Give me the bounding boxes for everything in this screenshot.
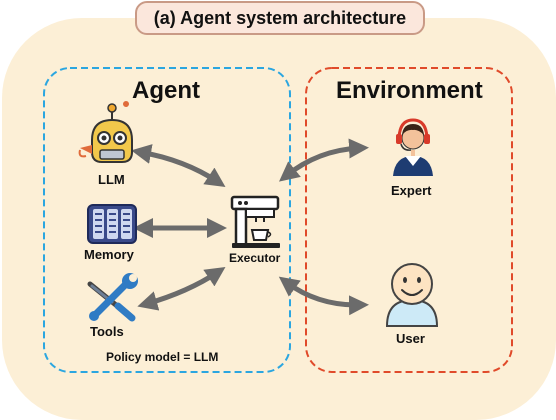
llm-label: LLM [98,172,125,187]
environment-title: Environment [336,77,483,104]
arrow-tools-executor [137,267,226,311]
user-label: User [396,331,425,346]
expert-label: Expert [391,183,432,198]
agent-title: Agent [132,77,200,104]
wrench-screwdriver-icon [87,273,138,322]
headset-agent-icon [393,118,433,176]
arrow-executor-expert [279,138,369,182]
server-rack-icon [87,204,137,244]
environment-box [305,67,513,373]
robot-icon [78,101,133,163]
arrow-executor-user [278,276,369,316]
coffee-machine-icon [230,195,280,248]
policy-model-footer: Policy model = LLM [106,350,219,364]
page-title: (a) Agent system architecture [135,1,425,35]
arrow-llm-executor [131,144,226,187]
tools-label: Tools [90,324,124,339]
smiling-person-icon [385,263,439,327]
executor-label: Executor [229,251,281,265]
memory-label: Memory [84,247,134,262]
